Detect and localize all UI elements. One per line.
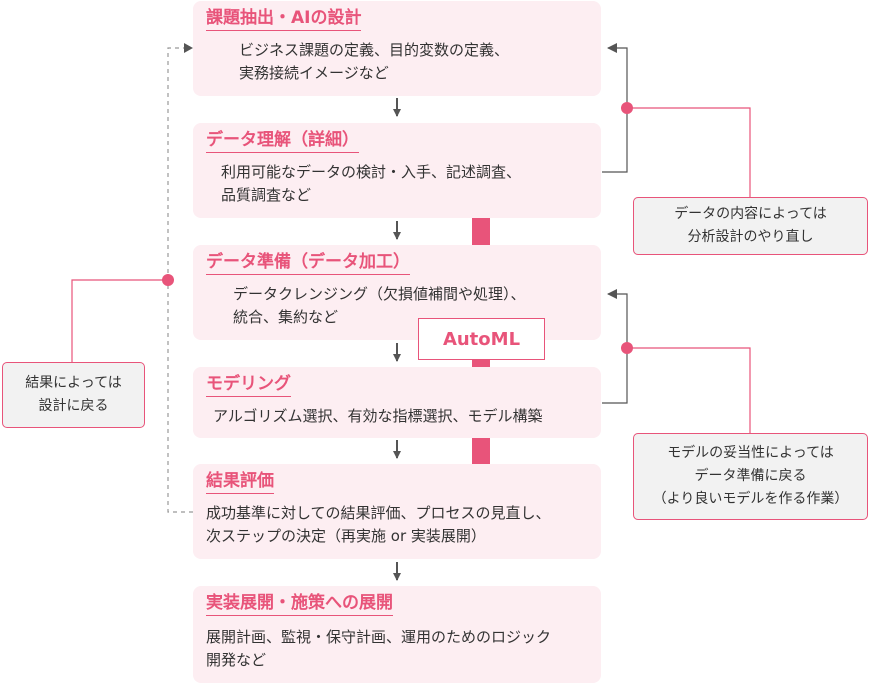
feedback-loop-design (602, 43, 751, 197)
automl-label: AutoML (418, 318, 545, 360)
step-title: データ準備（データ加工） (206, 251, 410, 275)
step-deployment: 実装展開・施策への展開 展開計画、監視・保守計画、運用のためのロジック 開発など (193, 586, 601, 683)
step-title: 課題抽出・AIの設計 (206, 7, 362, 31)
note-result-back: 結果によっては 設計に戻る (2, 362, 145, 428)
step-description: アルゴリズム選択、有効な指標選択、モデル構築 (213, 407, 543, 425)
step-result-evaluation: 結果評価 成功基準に対しての結果評価、プロセスの見直し、 次ステップの決定（再実… (193, 464, 601, 559)
feedback-loop-result (71, 43, 193, 513)
feedback-loop-data-prep (602, 289, 751, 433)
step-description: 成功基準に対しての結果評価、プロセスの見直し、 次ステップの決定（再実施 or … (206, 504, 551, 545)
step-title: 結果評価 (206, 470, 274, 494)
step-data-understanding: データ理解（詳細） 利用可能なデータの検討・入手、記述調査、 品質調査など (193, 123, 601, 218)
step-title: 実装展開・施策への展開 (206, 592, 393, 616)
note-analysis-redo: データの内容によっては 分析設計のやり直し (633, 197, 868, 255)
step-title: データ理解（詳細） (206, 129, 359, 153)
step-modeling: モデリング アルゴリズム選択、有効な指標選択、モデル構築 (193, 367, 601, 438)
step-description: 展開計画、監視・保守計画、運用のためのロジック 開発など (206, 628, 552, 669)
step-task-design: 課題抽出・AIの設計 ビジネス課題の定義、目的変数の定義、 実務接続イメージなど (193, 1, 601, 96)
step-description: データクレンジング（欠損値補間や処理）、 統合、集約など (233, 285, 526, 326)
step-description: 利用可能なデータの検討・入手、記述調査、 品質調査など (221, 163, 522, 204)
step-description: ビジネス課題の定義、目的変数の定義、 実務接続イメージなど (239, 41, 510, 82)
step-title: モデリング (206, 373, 291, 397)
note-model-validity: モデルの妥当性によっては データ準備に戻る （より良いモデルを作る作業） (633, 433, 868, 520)
